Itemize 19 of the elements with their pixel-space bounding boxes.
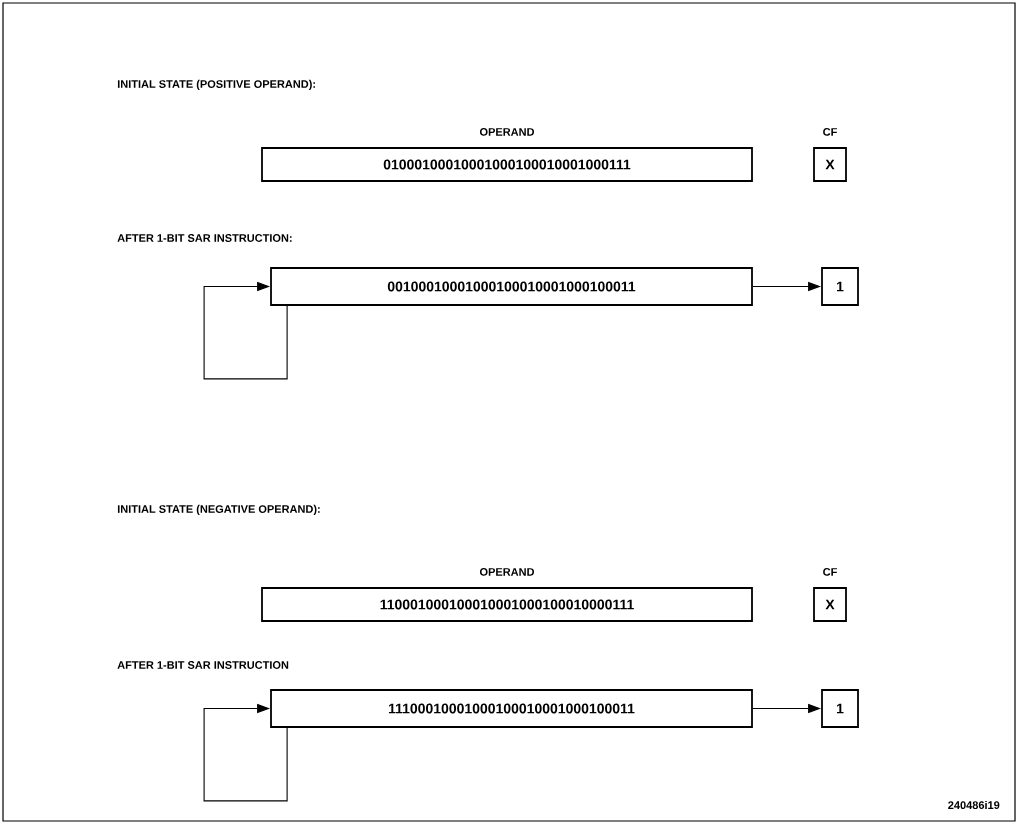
heading: AFTER 1-BIT SAR INSTRUCTION [117,661,289,669]
register-label: CF [823,568,837,576]
register-label: OPERAND [479,128,535,136]
flag-box: 1 [821,267,859,306]
heading: INITIAL STATE (POSITIVE OPERAND): [117,79,315,91]
register-box: 01000100010001000100010001000111 [261,147,753,182]
register-box: 00100010001000100010001000100011 [270,267,753,306]
loop-arrow [203,281,288,380]
flag-box: X [813,147,847,182]
flag-box: 1 [821,689,859,728]
register-box: 11100010001000100010001000100011 [270,689,753,728]
heading: AFTER 1-BIT SAR INSTRUCTION: [117,234,292,242]
flag-box: X [813,587,847,622]
register-box: 110001000100010001000100010000111 [261,587,753,622]
heading: 240486i19 [948,800,1000,810]
register-label: CF [823,128,837,136]
loop-arrow [203,703,288,802]
heading: INITIAL STATE (NEGATIVE OPERAND): [117,504,320,516]
register-label: OPERAND [479,568,535,576]
